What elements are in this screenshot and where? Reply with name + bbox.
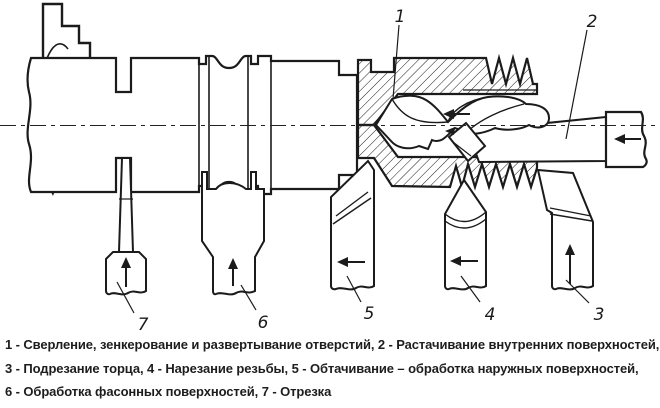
turning-tool-5: [330, 159, 375, 291]
facing-tool-3: [536, 168, 594, 291]
label-threading: 4: [485, 305, 496, 325]
threading-tool-4: [444, 178, 487, 291]
figure-caption: 1 - Сверление, зенкерование и развертыва…: [5, 333, 660, 404]
label-facing: 3: [594, 305, 605, 325]
feed-arrow-facing-icon: [565, 244, 575, 284]
feed-arrow-forming-icon: [228, 258, 238, 286]
boring-insert: [445, 121, 487, 163]
sectioned-end-upper: [356, 53, 539, 127]
leader-lines: [116, 24, 590, 314]
label-drilling: 1: [395, 7, 406, 27]
feed-arrow-cutoff-icon: [121, 257, 131, 287]
label-turning: 5: [364, 304, 375, 324]
label-cutoff: 7: [138, 315, 149, 332]
caption-line-1: 1 - Сверление, зенкерование и развертыва…: [5, 337, 660, 352]
feed-arrow-turning-icon: [337, 257, 365, 267]
cutoff-tool-7: [105, 251, 147, 296]
forming-tool-6: [201, 171, 265, 296]
feed-arrow-threading-icon: [450, 256, 478, 266]
cutoff-blade: [117, 157, 135, 253]
label-boring: 2: [587, 12, 598, 32]
feed-arrow-drill-icon: [443, 109, 470, 119]
label-forming: 6: [258, 313, 269, 332]
twist-drill: [374, 94, 551, 151]
lathe-operations-diagram: 1 2 3 4 5 6 7: [0, 2, 659, 332]
caption-line-2: 3 - Подрезание торца, 4 - Нарезание резь…: [5, 360, 639, 376]
feed-arrow-boring-icon: [614, 134, 641, 144]
caption-line-3: 6 - Обработка фасонных поверхностей, 7 -…: [5, 384, 332, 399]
